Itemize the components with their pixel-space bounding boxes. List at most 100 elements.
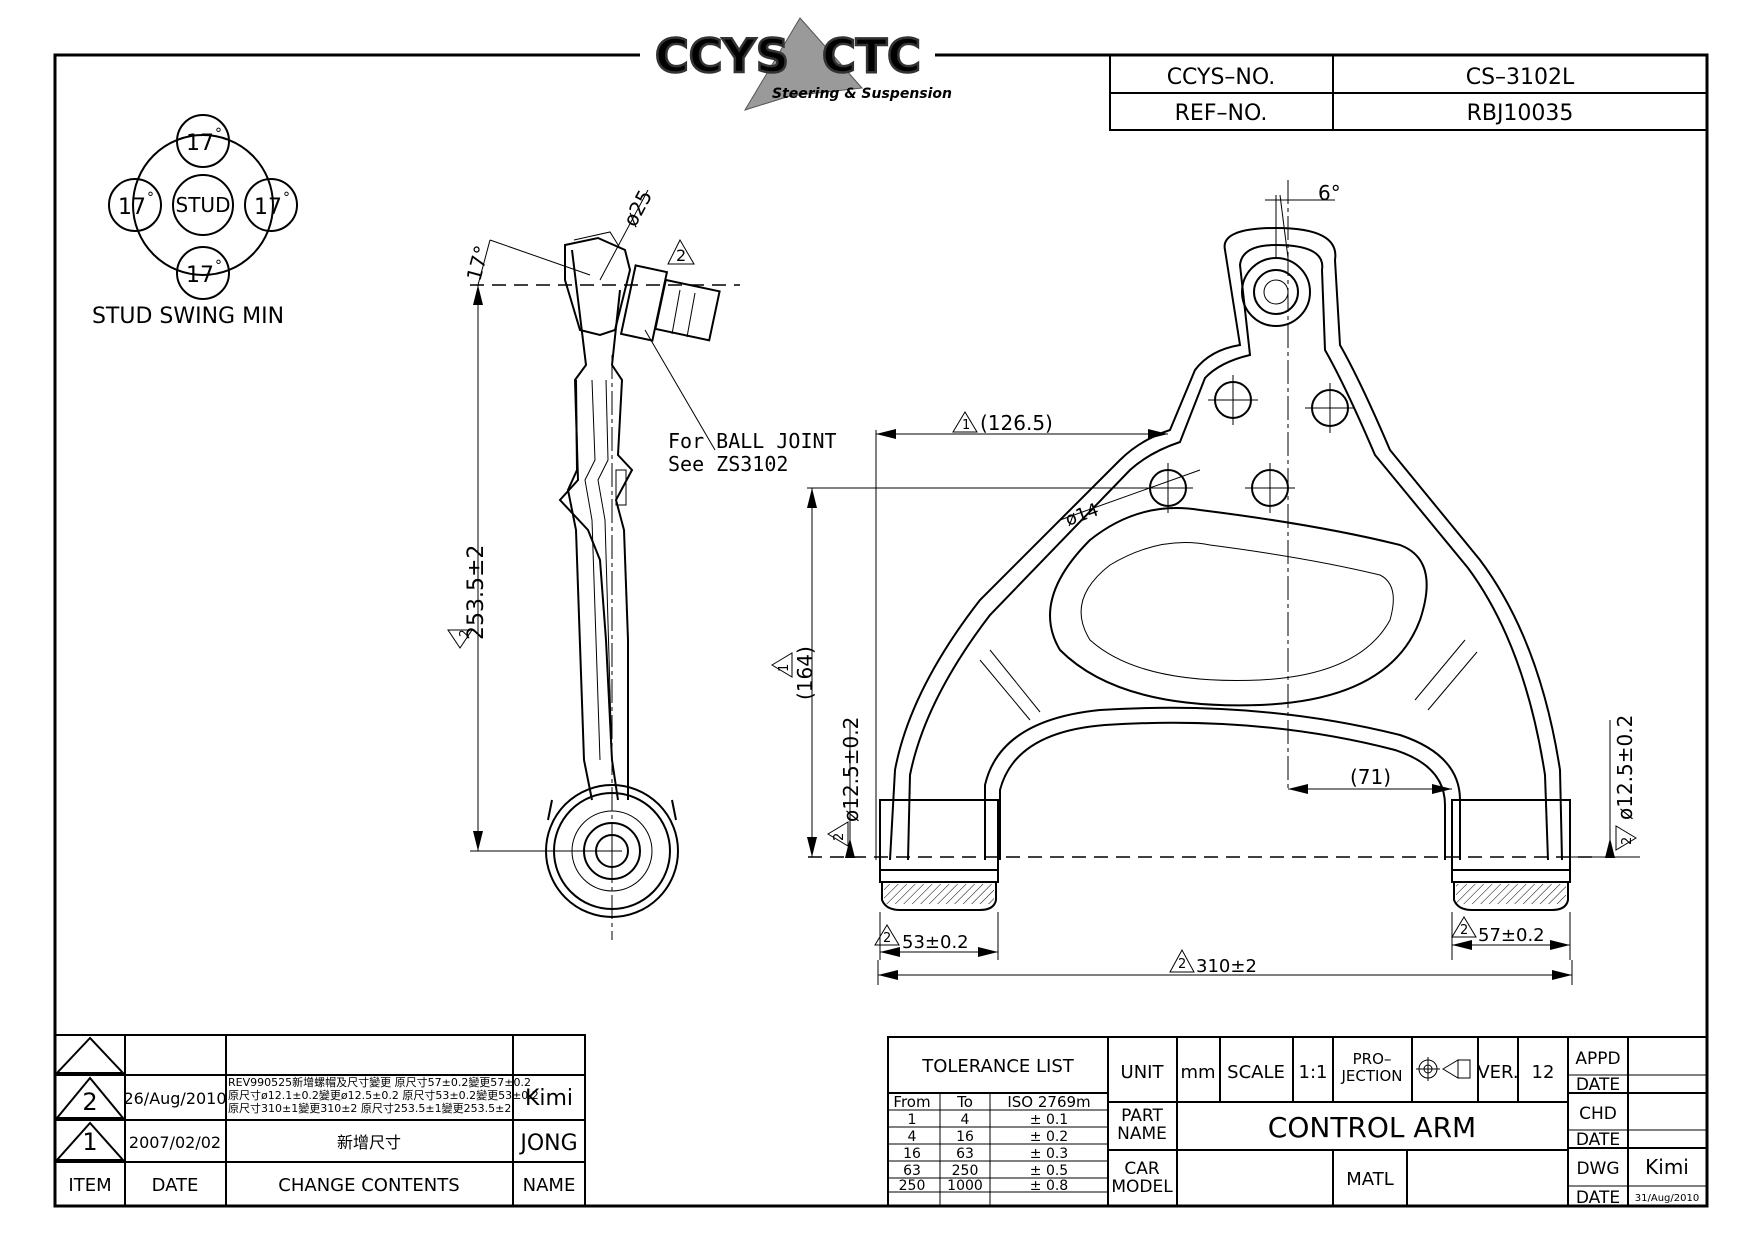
side-view: 253.5±2 2 17° ø25 2 For BALL JOINT See Z…: [447, 186, 837, 940]
rev-item-1: 1: [82, 1128, 97, 1156]
logo-tagline: Steering & Suspension: [772, 86, 952, 102]
rev-triangle-label: 2: [457, 629, 471, 637]
front-view: 6° 1 (126.5) ø14 1 (164) 2 ø12.5±0.2 2 ø…: [771, 180, 1640, 985]
projection-line-1: PRO–: [1353, 1050, 1392, 1068]
tol-header-from: From: [893, 1093, 930, 1111]
tol-to: 4: [961, 1112, 970, 1128]
tol-value: ± 0.2: [1030, 1129, 1068, 1145]
dim-dia-25: ø25: [618, 186, 657, 231]
unit-label: UNIT: [1121, 1062, 1165, 1083]
tol-to: 63: [956, 1146, 974, 1162]
matl-label: MATL: [1346, 1169, 1393, 1190]
tol-from: 63: [903, 1163, 921, 1179]
dim-57: 57±0.2: [1478, 925, 1545, 946]
stud-swing-diagram: 17 17 17 17 ° ° ° ° STUD STUD SWING MIN: [92, 114, 298, 329]
tol-header-iso: ISO 2769m: [1007, 1093, 1090, 1111]
ref-no-label: REF–NO.: [1175, 101, 1268, 126]
part-name-label-1: PART: [1121, 1106, 1163, 1126]
car-model-label-2: MODEL: [1111, 1177, 1173, 1197]
ver-value: 12: [1532, 1062, 1555, 1083]
dim-126-5: (126.5): [980, 411, 1053, 435]
tol-to: 250: [952, 1163, 979, 1179]
degree-mark: °: [215, 258, 222, 274]
scale-value: 1:1: [1299, 1062, 1328, 1083]
rev-mark-2: 2: [1620, 837, 1635, 845]
car-model-label-1: CAR: [1124, 1159, 1159, 1179]
dim-53: 53±0.2: [902, 932, 969, 953]
swing-right: 17: [254, 195, 282, 220]
rev-content-line: 原尺寸ø12.1±0.2變更ø12.5±0.2 原尺寸53±0.2變更53±0.…: [228, 1088, 539, 1102]
rev-mark-2: 2: [1178, 957, 1186, 972]
angle-6: 6°: [1318, 181, 1341, 205]
projection-line-2: JECTION: [1341, 1067, 1403, 1085]
tol-from: 16: [903, 1146, 921, 1162]
rev-triangle: [447, 629, 473, 649]
rev-content-line: 原尺寸310±1變更310±2 原尺寸253.5±1變更253.5±2: [228, 1101, 511, 1115]
ccys-no-label: CCYS–NO.: [1167, 65, 1276, 90]
rev-mark-2: 2: [832, 833, 847, 841]
tol-value: ± 0.8: [1030, 1178, 1068, 1194]
dim-310: 310±2: [1196, 956, 1257, 977]
rev-mark-2: 2: [883, 931, 891, 946]
date-label: DATE: [1576, 1130, 1620, 1150]
dim-bush-right: ø12.5±0.2: [1613, 715, 1637, 820]
rev-mark-1: 1: [777, 664, 792, 672]
rev-header-date: DATE: [152, 1175, 199, 1196]
rev-date-1: 2007/02/02: [129, 1133, 221, 1152]
part-name-label-2: NAME: [1117, 1124, 1167, 1144]
ver-label: VER.: [1477, 1062, 1518, 1083]
ref-no-value: RBJ10035: [1467, 101, 1574, 126]
degree-mark: °: [147, 190, 154, 206]
note-line-1: For BALL JOINT: [668, 429, 837, 453]
tol-value: ± 0.1: [1030, 1112, 1068, 1128]
rev-header-item: ITEM: [68, 1175, 111, 1196]
note-line-2: See ZS3102: [668, 452, 788, 476]
tol-value: ± 0.5: [1030, 1163, 1068, 1179]
rev-mark-2: 2: [676, 246, 686, 265]
part-name-value: CONTROL ARM: [1268, 1111, 1476, 1144]
dwg-value: Kimi: [1645, 1155, 1689, 1179]
company-logo: CCYS CTC Steering & Suspension: [654, 17, 952, 111]
swing-center: STUD: [176, 193, 231, 217]
chd-label: CHD: [1579, 1104, 1617, 1124]
rev-mark-1: 1: [962, 418, 970, 433]
date-label: DATE: [1576, 1075, 1620, 1095]
dim-253-5: 253.5±2: [464, 545, 489, 640]
tol-to: 1000: [947, 1178, 983, 1194]
tol-value: ± 0.3: [1030, 1146, 1068, 1162]
date-label: DATE: [1576, 1188, 1620, 1208]
projection-symbol-icon: [1416, 1057, 1471, 1081]
rev-header-contents: CHANGE CONTENTS: [278, 1175, 459, 1196]
unit-value: mm: [1180, 1062, 1215, 1083]
rev-content-line: REV990525新增螺帽及尺寸變更 原尺寸57±0.2變更57±0.2: [228, 1075, 531, 1089]
dwg-label: DWG: [1576, 1159, 1619, 1179]
tol-header-to: To: [956, 1093, 973, 1111]
dim-bush-left: ø12.5±0.2: [839, 717, 863, 822]
tol-from: 4: [908, 1129, 917, 1145]
dim-164: (164): [793, 646, 817, 700]
rev-name-2: Kimi: [525, 1086, 573, 1111]
tol-from: 250: [899, 1178, 926, 1194]
sheet-border: [53, 53, 1709, 1208]
swing-top: 17: [186, 131, 214, 156]
rev-mark-2: 2: [1460, 923, 1468, 938]
appd-label: APPD: [1575, 1049, 1620, 1069]
dim-dia-14: ø14: [1063, 499, 1102, 530]
ccys-no-value: CS–3102L: [1466, 65, 1575, 90]
revision-block: 2 26/Aug/2010 REV990525新增螺帽及尺寸變更 原尺寸57±0…: [54, 1034, 586, 1207]
logo-brand-right: CTC: [822, 29, 921, 83]
rev-name-1: JONG: [518, 1131, 577, 1156]
number-block: CCYS–NO. CS–3102L REF–NO. RBJ10035: [1109, 54, 1708, 131]
rev-header-name: NAME: [523, 1175, 576, 1196]
tol-from: 1: [908, 1112, 917, 1128]
scale-label: SCALE: [1227, 1062, 1285, 1083]
dim-71: (71): [1350, 765, 1391, 789]
swing-left: 17: [118, 195, 146, 220]
tolerance-rows: 1 4 ± 0.1 4 16 ± 0.2 16 63 ± 0.3 63 250 …: [899, 1112, 1069, 1194]
rev-item-2: 2: [82, 1088, 97, 1116]
degree-mark: °: [215, 126, 222, 142]
tolerance-title: TOLERANCE LIST: [921, 1056, 1075, 1077]
title-block: TOLERANCE LIST From To ISO 2769m 1 4 ± 0…: [887, 1036, 1708, 1208]
logo-brand-left: CCYS: [655, 29, 789, 83]
